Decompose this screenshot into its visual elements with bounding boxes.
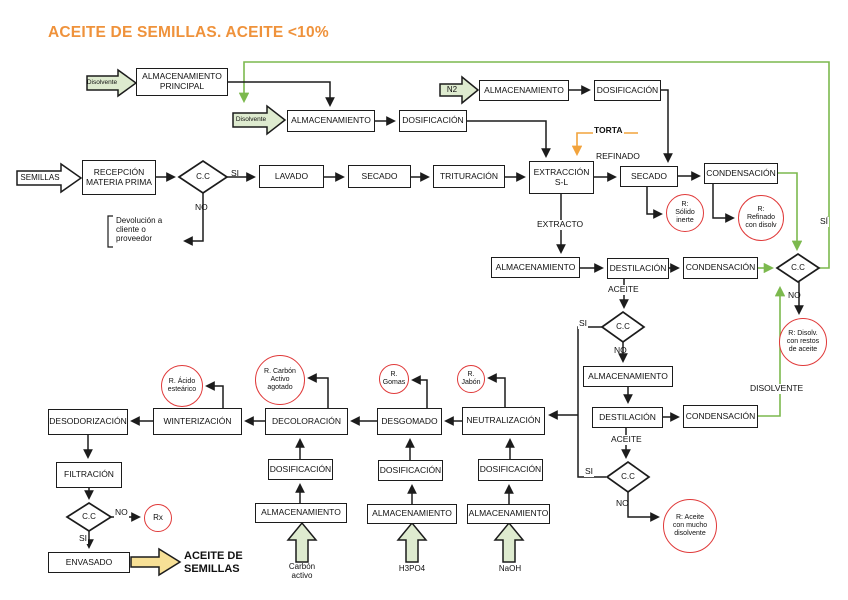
node-condensacion-2: CONDENSACIÓN [683, 257, 758, 279]
reject-solido-inerte: R: Sólido inerte [666, 194, 704, 232]
no-label-4: NO [616, 498, 629, 508]
page-title: ACEITE DE SEMILLAS. ACEITE <10% [48, 24, 329, 41]
node-destilacion-2: DESTILACIÓN [592, 407, 663, 428]
node-dosificacion-n2: DOSIFICACIÓN [594, 80, 661, 101]
disolvente-input-arrow-1 [86, 68, 138, 98]
disolvente-line-label: DISOLVENTE [749, 383, 805, 394]
carbon-activo-input-arrow [286, 521, 318, 563]
node-trituracion: TRITURACIÓN [433, 165, 505, 188]
node-almacenamiento-naoh: ALMACENAMIENTO [467, 504, 550, 524]
cc-diamond-oil-1 [600, 310, 646, 344]
semillas-label: SEMILLAS [20, 173, 60, 182]
node-neutralizacion: NEUTRALIZACIÓN [462, 407, 545, 435]
cc-diamond-oil-2 [605, 460, 651, 494]
node-desgomado: DESGOMADO [377, 408, 442, 435]
disolvente-label-1: Disolvente [86, 79, 118, 86]
no-label-3: NO [614, 345, 627, 355]
disolvente-input-arrow-2 [232, 104, 287, 136]
node-desodorizacion: DESODORIZACIÓN [48, 409, 128, 435]
input-output-arrows [16, 68, 525, 577]
node-almacenamiento-carbon: ALMACENAMIENTO [255, 503, 347, 523]
node-condensacion-1: CONDENSACIÓN [704, 163, 778, 184]
cc-diamond-reception [177, 159, 229, 195]
node-filtracion: FILTRACIÓN [56, 462, 122, 488]
torta-label: TORTA [593, 125, 624, 136]
reject-disolvente-con-restos: R: Disolv. con restos de aceite [779, 318, 827, 366]
node-recepcion-materia-prima: RECEPCIÓN MATERIA PRIMA [82, 160, 156, 195]
product-output-arrow [130, 547, 182, 577]
node-extraccion-sl: EXTRACCIÓN S-L [529, 161, 594, 194]
node-dosificacion-h3po4: DOSIFICACIÓN [378, 460, 443, 481]
reject-gomas: R. Gomas [379, 364, 409, 394]
process-lines [83, 81, 804, 549]
si-label-3: SI [584, 466, 595, 477]
semillas-input-arrow [16, 162, 83, 194]
naoh-label: NaOH [498, 564, 522, 573]
node-almacenamiento-aceite: ALMACENAMIENTO [583, 366, 673, 387]
reject-jabon: R. Jabón [457, 365, 485, 393]
node-almacenamiento-disolvente: ALMACENAMIENTO [287, 110, 375, 132]
cc-label-4: C.C [621, 472, 635, 481]
cc-diamond-condensation [775, 252, 821, 284]
no-label-2: NO [788, 290, 801, 300]
reject-aceite-con-disolvente: R: Aceite con mucho disolvente [663, 499, 717, 553]
product-label: ACEITE DE SEMILLAS [184, 550, 243, 575]
h3po4-input-arrow [396, 521, 428, 563]
node-secado-refinado: SECADO [620, 166, 678, 187]
node-decoloracion: DECOLORACIÓN [265, 408, 348, 435]
cc-label-1: C.C [196, 172, 210, 181]
si-label-1: SI [231, 168, 240, 178]
node-condensacion-3: CONDENSACIÓN [683, 405, 758, 428]
h3po4-label: H3PO4 [398, 564, 426, 573]
reject-carbon-agotado: R. Carbón Activo agotado [255, 355, 305, 405]
si-label-2: SI [578, 318, 589, 329]
refinado-label: REFINADO [596, 151, 640, 161]
decision-diamonds [65, 159, 821, 533]
reject-acido-estearico: R. Ácido esteárico [161, 365, 203, 407]
aceite-label-2: ACEITE [610, 434, 643, 445]
node-dosificacion-naoh: DOSIFICACIÓN [478, 459, 543, 481]
n2-input-arrow [439, 75, 480, 105]
node-lavado: LAVADO [259, 165, 324, 188]
aceite-label-1: ACEITE [607, 284, 640, 295]
reject-rx: Rx [144, 504, 172, 532]
disolvente-label-2: Disolvente [235, 116, 267, 123]
node-almacenamiento-extracto: ALMACENAMIENTO [491, 257, 580, 278]
cc-label-5: C.C [82, 512, 96, 521]
no-label-1: NO [195, 202, 208, 212]
extracto-label: EXTRACTO [536, 219, 585, 230]
devolucion-note: Devolución a cliente o proveedor [116, 216, 163, 244]
node-envasado: ENVASADO [48, 552, 130, 573]
si-label-4: SI [78, 533, 89, 544]
n2-label: N2 [446, 85, 458, 94]
cc-diamond-filtration [65, 501, 113, 533]
node-almacenamiento-h3po4: ALMACENAMIENTO [367, 504, 457, 524]
node-dosificacion-carbon: DOSIFICACIÓN [268, 459, 333, 480]
reject-refinado-con-disolvente: R: Refinado con disolv [738, 195, 784, 241]
node-almacenamiento-principal: ALMACENAMIENTO PRINCIPAL [136, 68, 228, 96]
node-destilacion-1: DESTILACIÓN [607, 258, 669, 279]
naoh-input-arrow [493, 521, 525, 563]
carbon-activo-label: Carbón activo [288, 562, 316, 581]
node-dosificacion-disolvente: DOSIFICACIÓN [399, 110, 467, 132]
devolucion-bracket [107, 215, 113, 248]
cc-label-2: C.C [791, 263, 805, 272]
node-secado: SECADO [348, 165, 411, 188]
cc-label-3: C.C [616, 322, 630, 331]
node-winterizacion: WINTERIZACIÓN [153, 408, 242, 435]
node-almacenamiento-n2: ALMACENAMIENTO [479, 80, 569, 101]
no-label-5: NO [114, 507, 129, 518]
solvent-recycle-lines [238, 61, 830, 417]
si-label-recycle: SÍ [819, 216, 830, 227]
